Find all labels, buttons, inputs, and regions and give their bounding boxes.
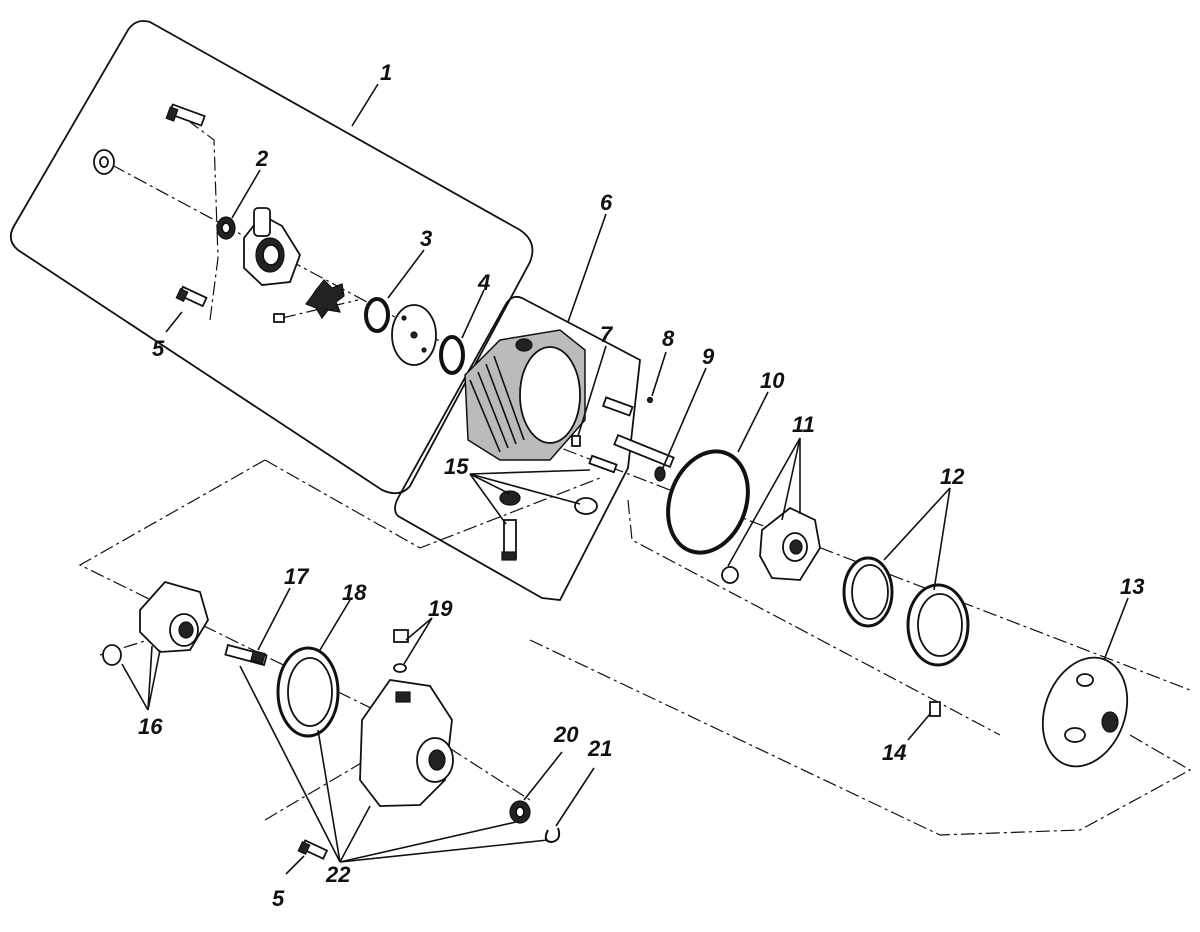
callout-8: 8 [662,326,675,351]
pump-screw-top [165,103,206,127]
o-ring-3 [364,297,390,333]
group-box-housing [394,295,641,601]
pump-gasket-washer [93,149,115,175]
coupling-11 [721,506,821,584]
callout-20: 20 [553,722,579,747]
callout-6: 6 [600,190,613,215]
axis-lines [78,121,1192,836]
small-plug [273,313,285,323]
callout-18: 18 [342,580,367,605]
pump-cover [243,207,301,286]
coupling-16 [102,580,209,666]
o-ring-10 [666,449,750,555]
callout-4: 4 [477,270,490,295]
callout-5-bottom: 5 [272,886,285,911]
pump-screw-bottom [175,285,208,308]
callout-17: 17 [284,564,310,589]
shaft-17 [224,643,268,667]
callout-9: 9 [702,344,715,369]
o-ring-4 [439,335,465,375]
shaft-9 [613,433,675,482]
callout-10: 10 [760,368,785,393]
screw-19 [393,629,409,673]
callout-21: 21 [587,736,612,761]
callout-2: 2 [255,146,269,171]
ring-18 [276,646,340,738]
callout-13: 13 [1120,574,1144,599]
bearing-20 [509,800,531,824]
screw-5-bottom [297,839,329,860]
group-box-pump [9,20,534,495]
motor-housing [464,329,586,461]
callout-14: 14 [882,740,906,765]
seal-ring-2 [216,216,236,240]
callout-7: 7 [600,322,614,347]
pin-7 [571,435,581,447]
callout-16: 16 [138,714,163,739]
end-cover-13 [1041,656,1129,768]
rings-12 [842,556,970,667]
dowel-pins [588,396,634,474]
callout-22: 22 [325,862,351,887]
callout-12: 12 [940,464,965,489]
callout-5-top: 5 [152,336,165,361]
callout-19: 19 [428,596,453,621]
pin-8 [646,396,654,404]
wear-plate [391,304,437,366]
callout-3: 3 [420,226,432,251]
leader-lines [121,83,1129,875]
bearing-15 [499,490,598,561]
callout-15: 15 [444,454,469,479]
impeller [305,279,345,320]
pin-14 [929,701,941,717]
gear-cover [359,679,454,807]
callout-11: 11 [792,412,815,437]
callout-1: 1 [380,60,392,85]
circlip-21 [544,827,561,844]
